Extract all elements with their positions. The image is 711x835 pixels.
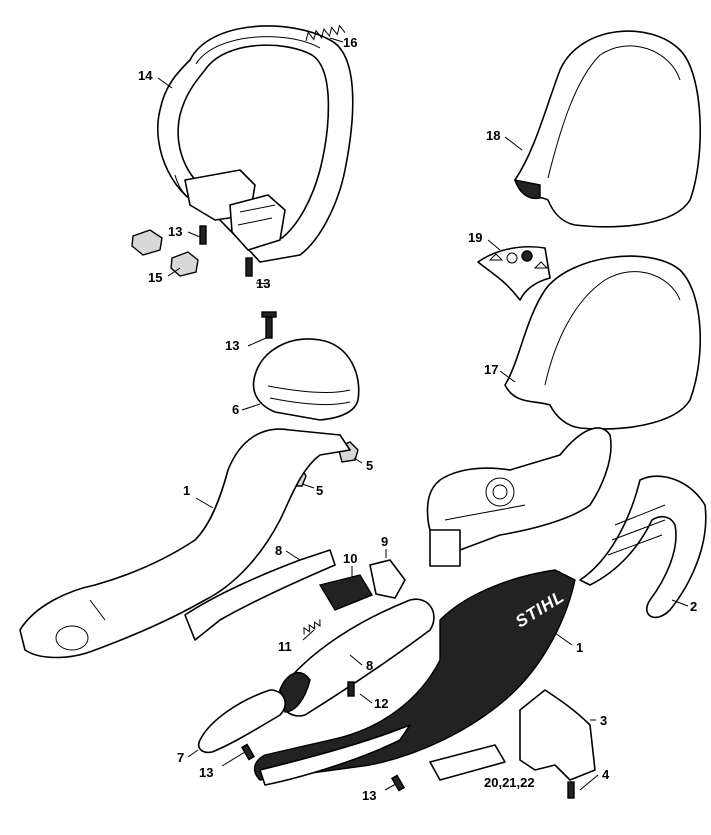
callout-10: 10 (343, 551, 357, 566)
end-plug-part-7 (197, 689, 286, 754)
bottom-guard-part-3 (519, 689, 596, 781)
label-plate-part-19 (477, 245, 551, 301)
callout-1-b: 1 (576, 640, 583, 655)
callout-15: 15 (148, 270, 162, 285)
callout-5-b: 5 (316, 483, 323, 498)
trim-bar-part-8-upper (184, 549, 336, 641)
callout-1-a: 1 (183, 483, 190, 498)
spring-part-16 (305, 24, 346, 42)
engine-housing (426, 427, 612, 567)
callout-3: 3 (600, 713, 607, 728)
callout-11: 11 (278, 639, 292, 654)
trigger-plate-part-9 (369, 559, 406, 599)
callout-9: 9 (381, 534, 388, 549)
callout-18: 18 (486, 128, 500, 143)
callout-8-b: 8 (366, 658, 373, 673)
switch-part-10 (318, 574, 374, 611)
callout-19: 19 (468, 230, 482, 245)
callout-4: 4 (602, 767, 610, 782)
callout-16: 16 (343, 35, 357, 50)
screw-part-13-mid (261, 311, 277, 339)
screw-part-13-top (199, 225, 253, 277)
callout-7: 7 (177, 750, 184, 765)
cover-shell-part-17 (504, 255, 702, 430)
callout-13-a: 13 (168, 224, 182, 239)
callout-6: 6 (232, 402, 239, 417)
callout-14: 14 (138, 68, 153, 83)
callout-13-c: 13 (225, 338, 239, 353)
side-shroud-part-2 (579, 475, 707, 619)
grip-tube-part-8-lower (278, 598, 435, 717)
block-part-15 (131, 229, 199, 277)
callout-13-b: 13 (256, 276, 270, 291)
loop-handle-part-14 (157, 25, 354, 263)
callout-12: 12 (374, 696, 388, 711)
callout-labels: 16 14 18 13 13 15 19 13 17 6 5 5 1 9 8 1… (138, 35, 697, 803)
main-housing-part-1-right: STIHL (253, 569, 576, 786)
callout-5-a: 5 (366, 458, 373, 473)
spring-part-11 (303, 619, 321, 635)
callout-20-21-22: 20,21,22 (484, 775, 535, 790)
callout-2: 2 (690, 599, 697, 614)
screw-part-12 (347, 681, 355, 697)
handle-housing-part-1-left (19, 428, 351, 659)
screw-part-4 (567, 781, 575, 799)
callout-13-d: 13 (199, 765, 213, 780)
callout-8-a: 8 (275, 543, 282, 558)
cover-shell-part-18 (513, 30, 702, 228)
cap-part-6 (252, 338, 360, 421)
leader-lines (157, 37, 689, 791)
callout-13-e: 13 (362, 788, 376, 803)
label-sticker-part-20 (429, 744, 506, 781)
callout-17: 17 (484, 362, 498, 377)
